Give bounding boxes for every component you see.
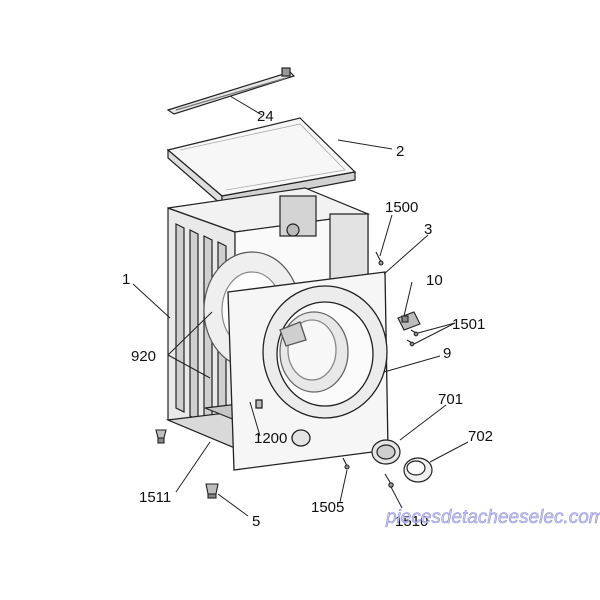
- top-panel-part: [166, 117, 357, 207]
- front-panel-part: [227, 271, 389, 471]
- label-1: 1: [122, 271, 130, 288]
- label-5: 5: [252, 513, 260, 530]
- hinge-cover-part: [371, 439, 401, 465]
- latch-part: [397, 311, 421, 331]
- part-labels: 24 2 1 1500 3 10 1501 9 920 1200 701 702…: [122, 108, 493, 530]
- top-bar-part: [166, 67, 296, 115]
- label-1500: 1500: [385, 199, 418, 216]
- foot-parts: [155, 429, 219, 499]
- leader-lines: [132, 95, 469, 517]
- label-3: 3: [424, 221, 432, 238]
- label-9: 9: [443, 345, 451, 362]
- cap-part: [403, 457, 433, 483]
- label-2: 2: [396, 143, 404, 160]
- label-24: 24: [257, 108, 274, 125]
- label-702: 702: [468, 428, 493, 445]
- label-701: 701: [438, 391, 463, 408]
- watermark-text: piecesdetacheeselec.com: [385, 507, 600, 528]
- label-1200: 1200: [254, 430, 287, 447]
- label-920: 920: [131, 348, 156, 365]
- label-1505: 1505: [311, 499, 344, 516]
- label-1511: 1511: [139, 489, 171, 506]
- label-1501: 1501: [452, 316, 485, 333]
- label-10: 10: [426, 272, 443, 289]
- label-1510: 1510: [395, 513, 428, 530]
